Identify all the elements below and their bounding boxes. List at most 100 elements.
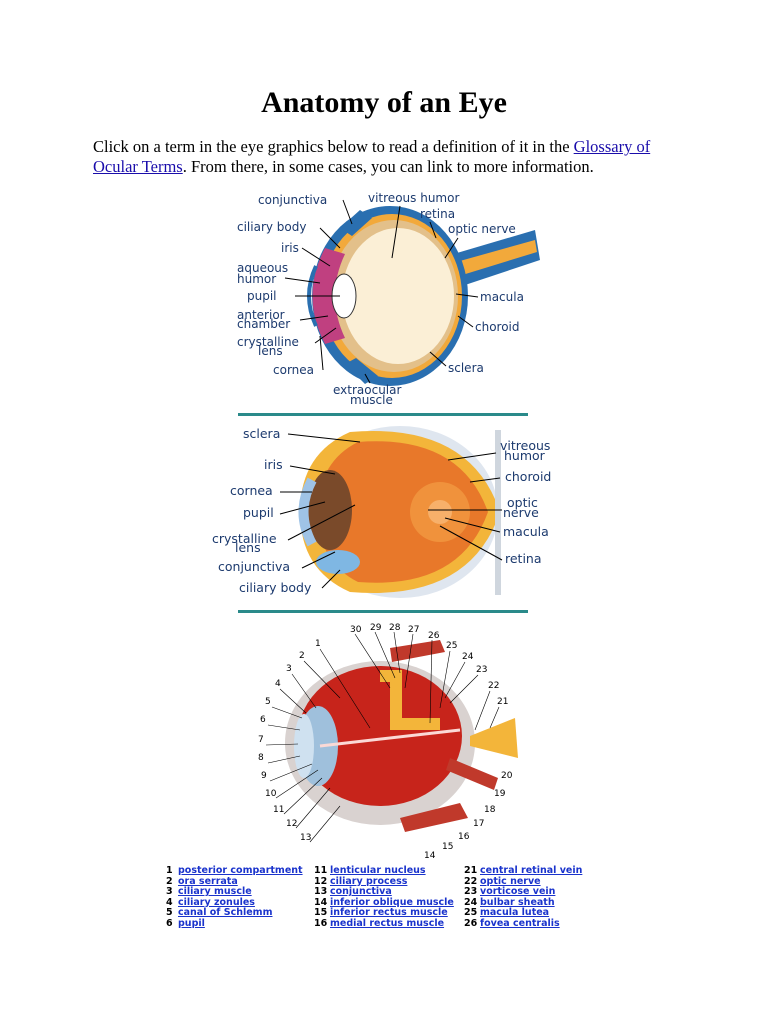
- label-sclera-2[interactable]: sclera: [243, 426, 280, 441]
- label-retina-2[interactable]: retina: [505, 551, 542, 566]
- label-lens[interactable]: lens: [258, 344, 283, 358]
- legend-link-pupil[interactable]: pupil: [178, 917, 205, 929]
- num-10[interactable]: 10: [265, 789, 277, 799]
- eye-numbered-diagram[interactable]: 30 29 28 27 26 25 24 23 22 21 20 19 18 1…: [0, 618, 768, 863]
- num-6[interactable]: 6: [260, 715, 266, 725]
- num-24[interactable]: 24: [462, 652, 474, 662]
- legend-link-fovea-centralis[interactable]: fovea centralis: [480, 917, 560, 929]
- diagram3-numbers: 30 29 28 27 26 25 24 23 22 21 20 19 18 1…: [258, 623, 513, 861]
- label-humor[interactable]: humor: [237, 272, 276, 286]
- label-optic-2[interactable]: optic: [507, 495, 538, 510]
- num-28[interactable]: 28: [389, 623, 401, 633]
- label-cornea[interactable]: cornea: [273, 363, 314, 377]
- num-30[interactable]: 30: [350, 625, 362, 635]
- label-sclera[interactable]: sclera: [448, 361, 484, 375]
- num-4[interactable]: 4: [275, 679, 281, 689]
- intro-paragraph: Click on a term in the eye graphics belo…: [93, 137, 678, 177]
- label-chamber[interactable]: chamber: [237, 317, 290, 331]
- num-2[interactable]: 2: [299, 651, 305, 661]
- legend-link-canal-of-schlemm[interactable]: canal of Schlemm: [178, 907, 273, 919]
- num-19[interactable]: 19: [494, 789, 506, 799]
- legend-link-ora-serrata[interactable]: ora serrata: [178, 875, 238, 887]
- eye-cutaway-diagram[interactable]: sclera iris cornea pupil crystalline len…: [0, 420, 768, 605]
- num-29[interactable]: 29: [370, 623, 382, 633]
- legend-link-posterior-compartment[interactable]: posterior compartment: [178, 865, 303, 876]
- label-aqueous[interactable]: aqueous: [237, 261, 288, 275]
- num-11[interactable]: 11: [273, 805, 284, 815]
- legend-link-inferior-oblique-muscle[interactable]: inferior oblique muscle: [330, 896, 454, 908]
- num-8[interactable]: 8: [258, 753, 264, 763]
- num-3[interactable]: 3: [286, 664, 292, 674]
- num-27[interactable]: 27: [408, 625, 419, 635]
- label-ciliary-body-2[interactable]: ciliary body: [239, 580, 312, 595]
- label-ciliary-body[interactable]: ciliary body: [237, 220, 306, 234]
- label-pupil-2[interactable]: pupil: [243, 505, 274, 520]
- legend-link-lenticular-nucleus[interactable]: lenticular nucleus: [330, 865, 426, 876]
- label-macula[interactable]: macula: [480, 290, 524, 304]
- label-optic-nerve[interactable]: optic nerve: [448, 222, 516, 236]
- label-conjunctiva[interactable]: conjunctiva: [258, 193, 327, 207]
- legend-link-inferior-rectus-muscle[interactable]: inferior rectus muscle: [330, 907, 448, 919]
- legend-link-vorticose-vein[interactable]: vorticose vein: [480, 886, 556, 898]
- eye-cross-section-diagram[interactable]: conjunctiva ciliary body iris aqueous hu…: [0, 188, 768, 408]
- num-13[interactable]: 13: [300, 833, 311, 843]
- label-extraocular[interactable]: extraocular: [333, 383, 401, 397]
- num-26[interactable]: 26: [428, 631, 440, 641]
- divider-2: [238, 610, 528, 613]
- label-choroid[interactable]: choroid: [475, 320, 520, 334]
- label-iris-2[interactable]: iris: [264, 457, 283, 472]
- label-conjunctiva-2[interactable]: conjunctiva: [218, 559, 290, 574]
- num-5[interactable]: 5: [265, 697, 271, 707]
- legend-link-optic-nerve[interactable]: optic nerve: [480, 875, 541, 887]
- legend-link-conjunctiva[interactable]: conjunctiva: [330, 886, 392, 898]
- label-crystalline[interactable]: crystalline: [237, 335, 299, 349]
- label-vitreous-2[interactable]: vitreous: [500, 438, 550, 453]
- num-23[interactable]: 23: [476, 665, 487, 675]
- legend-link-ciliary-process[interactable]: ciliary process: [330, 875, 408, 887]
- label-vitreous-humor[interactable]: vitreous humor: [368, 191, 459, 205]
- legend-link-central-retinal-vein[interactable]: central retinal vein: [480, 865, 583, 876]
- diagram1-labels: conjunctiva ciliary body iris aqueous hu…: [237, 191, 524, 407]
- legend-link-ciliary-muscle[interactable]: ciliary muscle: [178, 886, 252, 898]
- num-1[interactable]: 1: [315, 639, 321, 649]
- num-20[interactable]: 20: [501, 771, 513, 781]
- label-cornea-2[interactable]: cornea: [230, 483, 273, 498]
- legend-link-medial-rectus-muscle[interactable]: medial rectus muscle: [330, 917, 445, 929]
- num-16[interactable]: 16: [458, 832, 470, 842]
- num-21[interactable]: 21: [497, 697, 508, 707]
- label-pupil[interactable]: pupil: [247, 289, 277, 303]
- label-muscle[interactable]: muscle: [350, 393, 393, 407]
- label-anterior[interactable]: anterior: [237, 308, 285, 322]
- label-iris[interactable]: iris: [281, 241, 299, 255]
- label-choroid-2[interactable]: choroid: [505, 469, 551, 484]
- num-25[interactable]: 25: [446, 641, 457, 651]
- num-12[interactable]: 12: [286, 819, 297, 829]
- legend-link-macula-lutea[interactable]: macula lutea: [480, 907, 550, 919]
- num-18[interactable]: 18: [484, 805, 496, 815]
- num-7[interactable]: 7: [258, 735, 264, 745]
- label-crystalline-2[interactable]: crystalline: [212, 531, 277, 546]
- num-15[interactable]: 15: [442, 842, 453, 852]
- legend-link-bulbar-sheath[interactable]: bulbar sheath: [480, 896, 555, 908]
- legend-link-ciliary-zonules[interactable]: ciliary zonules: [178, 896, 255, 908]
- num-14[interactable]: 14: [424, 851, 436, 861]
- label-macula-2[interactable]: macula: [503, 524, 549, 539]
- label-lens-2[interactable]: lens: [235, 540, 261, 555]
- label-humor-2[interactable]: humor: [504, 448, 546, 463]
- label-nerve-2[interactable]: nerve: [503, 505, 539, 520]
- num-22[interactable]: 22: [488, 681, 499, 691]
- glossary-link[interactable]: Glossary of Ocular Terms: [93, 137, 651, 176]
- label-retina[interactable]: retina: [420, 207, 455, 221]
- num-17[interactable]: 17: [473, 819, 484, 829]
- num-9[interactable]: 9: [261, 771, 267, 781]
